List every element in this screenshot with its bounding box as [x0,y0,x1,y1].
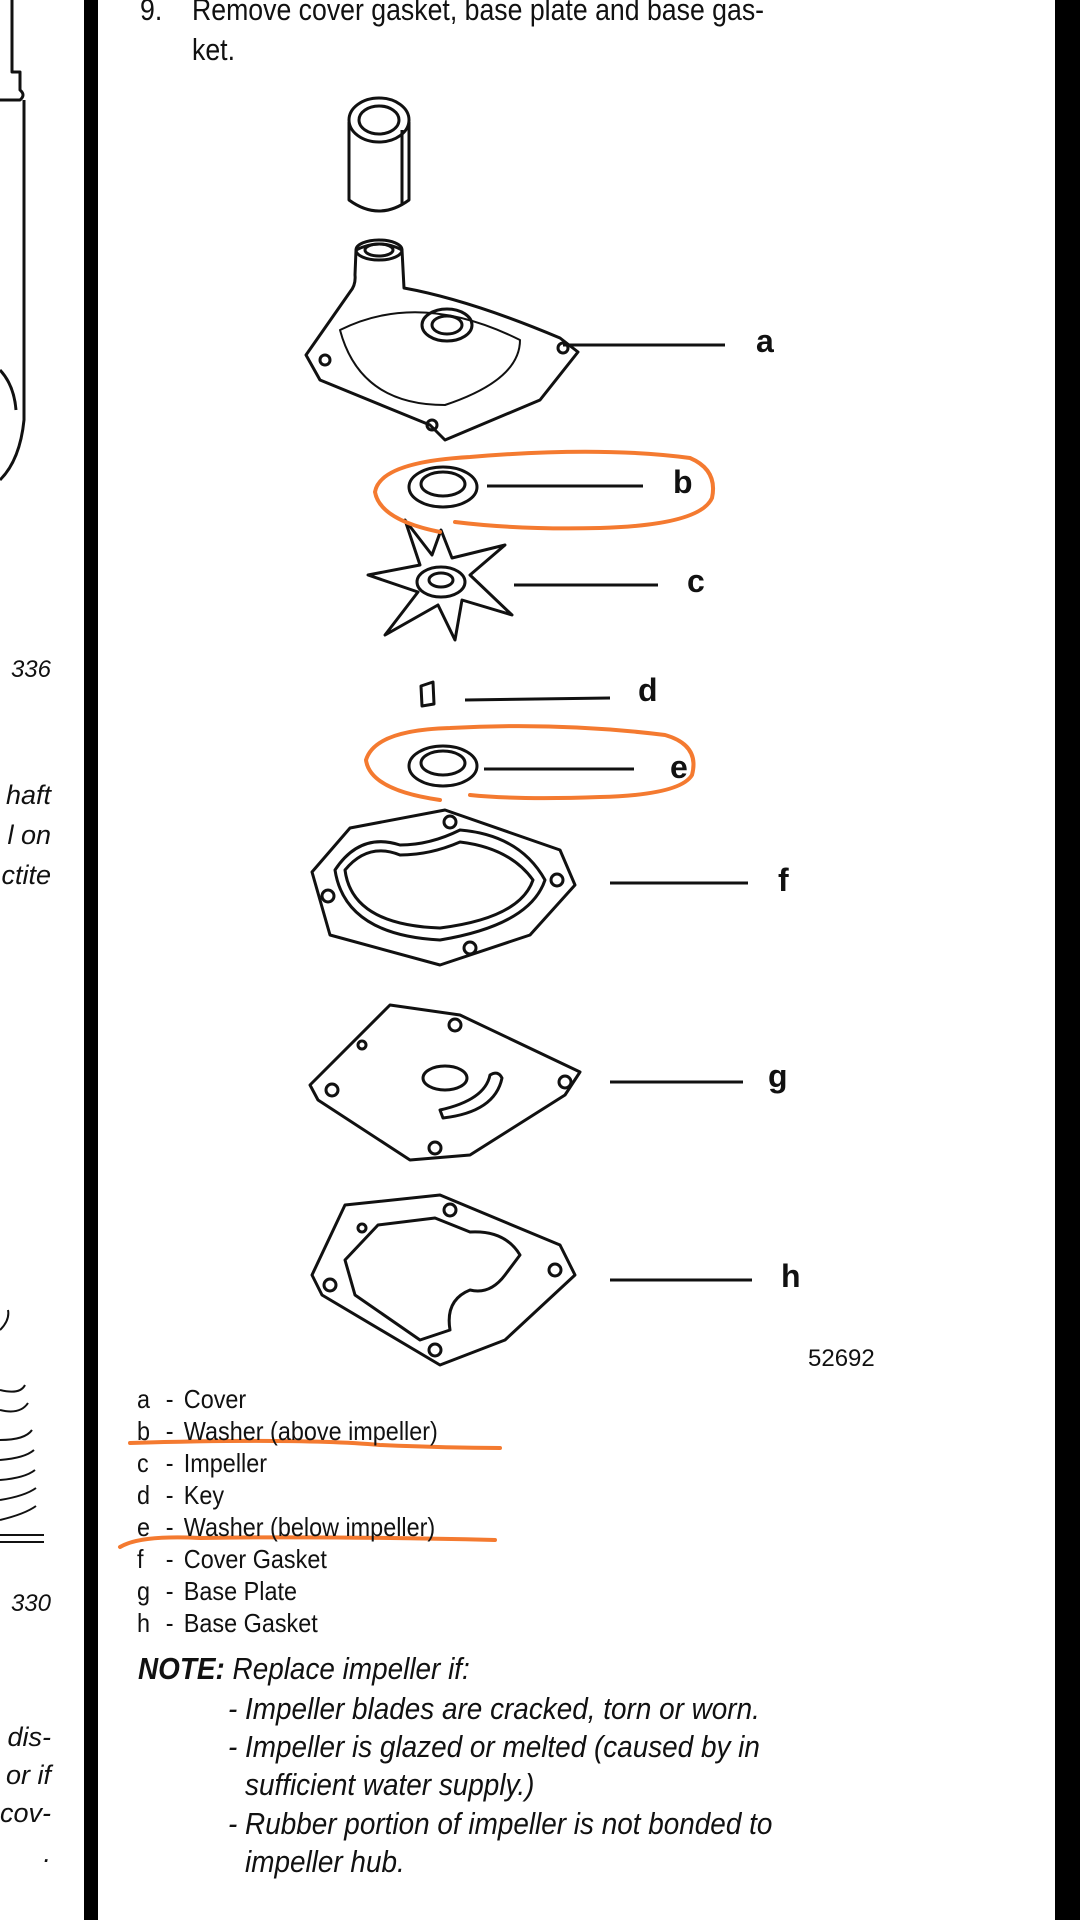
page-divider-left [84,0,98,1920]
cover-gasket-part [310,808,748,967]
washer-below-part [407,744,634,788]
parts-legend: a-Cover b-Washer (above impeller) c-Impe… [137,1383,438,1639]
note-item: - Rubber portion of impeller is not bond… [228,1806,773,1841]
legend-item: f-Cover Gasket [137,1544,327,1574]
note-heading: NOTE: Replace impeller if: [138,1650,470,1688]
left-text-line: haft [5,780,51,810]
callout-c: c [687,563,705,599]
left-partial-drawing-top [0,0,26,482]
figure-number: 52692 [808,1345,875,1372]
left-figure-number-2: 330 [10,1590,51,1617]
note-label: NOTE: [138,1651,225,1686]
underline-annotation-b [128,1438,502,1450]
circle-annotation-e [364,724,696,802]
step-text-line2: ket. [192,32,235,67]
underline-annotation-e [118,1535,497,1549]
orange-annotations [118,449,715,1549]
step-number: 9. [140,0,163,27]
callout-e: e [670,749,688,785]
left-text-line: dis- [7,1722,51,1752]
tube-part [347,96,411,213]
base-plate-part [308,1003,743,1162]
left-text-line: or if [5,1760,51,1790]
note-item-continued: impeller hub. [245,1844,405,1879]
legend-item: d-Key [137,1480,225,1510]
washer-above-part [407,465,643,509]
legend-item: h-Base Gasket [137,1608,318,1638]
circle-annotation-b [373,449,715,534]
callout-d: d [638,672,658,708]
left-text-line: l on [7,820,51,850]
note-intro: Replace impeller if: [232,1651,470,1686]
left-partial-drawing-bottom [0,1309,44,1543]
page-edge-right [1055,0,1080,1920]
callout-f: f [778,862,789,898]
note-item: - Impeller is glazed or melted (caused b… [228,1729,760,1764]
key-part [419,680,611,708]
left-text-line: . [43,1838,51,1868]
note-item-continued: sufficient water supply.) [245,1767,535,1802]
left-text-line: cov- [0,1798,51,1828]
callout-h: h [781,1258,801,1294]
pump-cover-part [304,238,725,442]
legend-item: e-Washer (below impeller) [137,1512,436,1542]
left-figure-number-1: 336 [10,656,51,683]
callout-b: b [673,464,693,500]
callout-a: a [756,323,774,359]
note-item: - Impeller blades are cracked, torn or w… [228,1691,760,1726]
legend-item: a-Cover [137,1384,247,1414]
legend-item: b-Washer (above impeller) [137,1416,438,1446]
callout-g: g [768,1058,788,1094]
left-text-line: ctite [1,860,51,890]
impeller-part [366,518,658,642]
legend-item: c-Impeller [137,1448,268,1478]
base-gasket-part [310,1193,752,1367]
step-text-line1: Remove cover gasket, base plate and base… [192,0,765,27]
legend-item: g-Base Plate [137,1576,297,1606]
